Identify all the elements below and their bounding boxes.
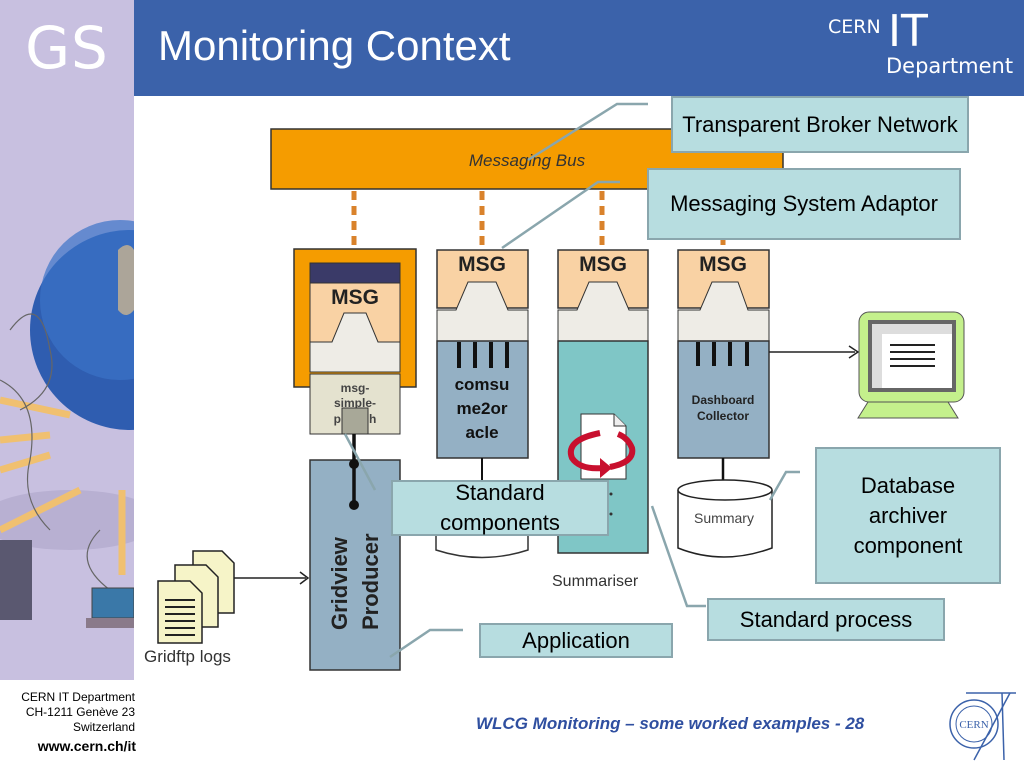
summariser-caption: Summariser xyxy=(552,573,639,590)
gridftp-logs-label: Gridftp logs xyxy=(144,647,231,666)
cern-logo-icon: CERN xyxy=(949,692,1016,761)
department-logo-text: Department xyxy=(886,54,1014,78)
component-label-line: acle xyxy=(465,423,498,442)
component-label-line: Collector xyxy=(697,409,749,423)
callout-database-archiver: Database archiver component xyxy=(815,447,1001,584)
component-dashboard-collector: MSG Dashboard Collector Summary xyxy=(677,249,860,558)
callout-standard-process: Standard process xyxy=(707,598,945,641)
cern-logo-text: CERN xyxy=(959,719,988,731)
gridview-producer: Gridview Producer xyxy=(309,434,401,671)
msg-label: MSG xyxy=(579,253,627,276)
component-label-line: simple- xyxy=(334,396,376,410)
address-line: CERN IT Department xyxy=(21,690,135,704)
footer-slide-title: WLCG Monitoring – some worked examples -… xyxy=(476,714,865,733)
producer-label-line: Producer xyxy=(358,533,383,630)
cern-logo-text: CERN xyxy=(828,16,881,38)
database-label: Summary xyxy=(694,510,754,526)
summary-database: Summary xyxy=(677,479,773,558)
gs-logo: GS xyxy=(25,14,109,82)
connector-pins-icon xyxy=(696,342,749,366)
component-label-line: comsu xyxy=(455,375,510,394)
callout-messaging-system-adaptor: Messaging System Adaptor xyxy=(647,168,961,240)
component-msg-simple-publish: MSG msg- simple- publish xyxy=(293,248,417,435)
address-line: CH-1211 Genève 23 xyxy=(25,705,135,719)
producer-label-line: Gridview xyxy=(327,536,352,630)
address-line: Switzerland xyxy=(72,720,135,734)
callout-leader-lines xyxy=(343,102,800,659)
slide-title: Monitoring Context xyxy=(158,22,511,69)
msg-label: MSG xyxy=(331,286,379,309)
header-bar xyxy=(134,0,1024,96)
msg-label: MSG xyxy=(458,253,506,276)
connector-pins-icon xyxy=(457,342,509,368)
component-summariser: MSG Summariser xyxy=(552,249,649,590)
msg-label: MSG xyxy=(699,253,747,276)
log-files-icon xyxy=(157,550,310,644)
component-label-line: me2or xyxy=(456,399,507,418)
footer-address: CERN IT Department CH-1211 Genève 23 Swi… xyxy=(0,690,135,735)
callout-transparent-broker-network: Transparent Broker Network xyxy=(671,96,969,153)
component-label-line: msg- xyxy=(341,381,370,395)
callout-standard-components: Standard components xyxy=(391,480,609,536)
monitor-display-icon xyxy=(857,311,965,419)
library-plug-icon xyxy=(341,407,369,435)
it-logo-text: IT xyxy=(888,6,928,57)
messaging-bus-label: Messaging Bus xyxy=(469,151,586,170)
document-refresh-icon xyxy=(567,413,636,480)
callout-application: Application xyxy=(479,623,673,658)
footer-url-link[interactable]: www.cern.ch/it xyxy=(37,738,136,754)
bus-connectors xyxy=(351,191,726,250)
component-label-line: Dashboard xyxy=(692,393,755,407)
